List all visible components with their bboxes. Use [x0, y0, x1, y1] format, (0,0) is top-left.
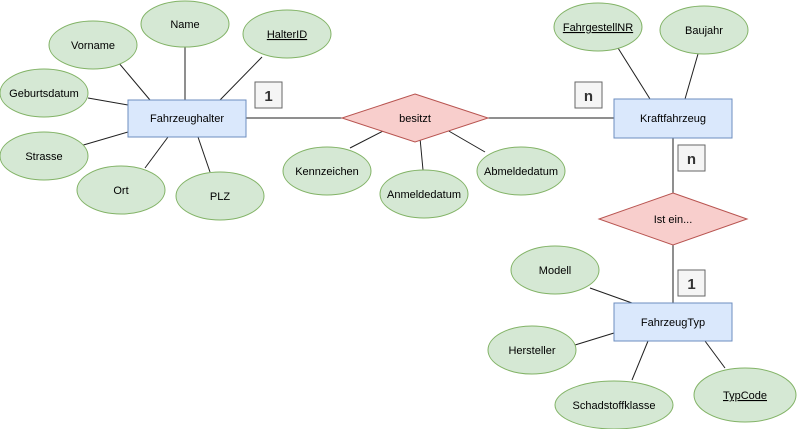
attribute-typcode[interactable]: TypCode — [693, 367, 797, 423]
entity-fahrzeughalter-label: Fahrzeughalter — [150, 113, 224, 125]
attribute-hersteller[interactable]: Hersteller — [487, 325, 577, 375]
attribute-schadstoffklasse-label: Schadstoffklasse — [573, 400, 656, 412]
entity-fahrzeughalter[interactable]: Fahrzeughalter — [127, 99, 247, 138]
attribute-strasse-label: Strasse — [25, 151, 62, 163]
entity-fahrzeugtyp[interactable]: FahrzeugTyp — [613, 302, 733, 342]
cardinality-kfz-besitzt: n — [574, 81, 603, 109]
attribute-geburtsdatum-label: Geburtsdatum — [9, 88, 79, 100]
attribute-name-label: Name — [170, 19, 199, 31]
edge-halter-plz — [197, 136, 211, 173]
edge-halter-geburtsdatum — [87, 97, 129, 106]
edge-typ-typcode — [704, 340, 726, 369]
attribute-abmeldedatum[interactable]: Abmeldedatum — [476, 146, 566, 196]
edge-besitzt-anmeldedatum — [419, 137, 424, 171]
attribute-kennzeichen[interactable]: Kennzeichen — [282, 146, 372, 196]
edge-besitzt-abmeldedatum — [446, 129, 486, 153]
edge-typ-hersteller — [574, 332, 615, 346]
attribute-plz-label: PLZ — [210, 191, 230, 203]
attribute-ort-label: Ort — [113, 185, 128, 197]
edge-kfz-baujahr — [684, 53, 699, 100]
entity-kraftfahrzeug[interactable]: Kraftfahrzeug — [613, 98, 733, 139]
attribute-schadstoffklasse[interactable]: Schadstoffklasse — [554, 380, 674, 429]
cardinality-halter-besitzt: 1 — [254, 81, 283, 109]
attribute-halterid-label: HalterID — [267, 29, 307, 41]
edge-halter-ort — [144, 136, 169, 169]
attribute-geburtsdatum[interactable]: Geburtsdatum — [0, 68, 89, 118]
cardinality-kfz-istein: n — [677, 144, 706, 172]
attribute-halterid[interactable]: HalterID — [242, 9, 332, 59]
relationship-ist-ein[interactable]: Ist ein... — [597, 192, 749, 246]
relationship-besitzt[interactable]: besitzt — [340, 93, 490, 143]
attribute-baujahr[interactable]: Baujahr — [659, 5, 749, 55]
attribute-vorname[interactable]: Vorname — [48, 20, 138, 70]
attribute-strasse[interactable]: Strasse — [0, 131, 89, 181]
attribute-baujahr-label: Baujahr — [685, 25, 723, 37]
cardinality-kfz-besitzt-label: n — [584, 88, 593, 105]
attribute-kennzeichen-label: Kennzeichen — [295, 166, 359, 178]
edge-halter-halterid — [219, 56, 263, 101]
attribute-fahrgestellnr[interactable]: FahrgestellNR — [553, 2, 643, 52]
edge-typ-modell — [589, 287, 633, 304]
attribute-hersteller-label: Hersteller — [508, 345, 555, 357]
attribute-anmeldedatum-label: Anmeldedatum — [387, 189, 461, 201]
edge-halter-strasse — [79, 131, 129, 147]
relationship-besitzt-label: besitzt — [399, 113, 431, 125]
edge-typ-schadstoffklasse — [631, 340, 649, 381]
attribute-plz[interactable]: PLZ — [175, 171, 265, 221]
cardinality-typ-istein-label: 1 — [687, 276, 695, 293]
attribute-fahrgestellnr-label: FahrgestellNR — [563, 22, 633, 34]
relationship-ist-ein-label: Ist ein... — [654, 214, 693, 226]
cardinality-typ-istein: 1 — [677, 269, 706, 297]
attribute-vorname-label: Vorname — [71, 40, 115, 52]
attribute-modell[interactable]: Modell — [510, 245, 600, 295]
attribute-modell-label: Modell — [539, 265, 571, 277]
cardinality-kfz-istein-label: n — [687, 151, 696, 168]
cardinality-halter-besitzt-label: 1 — [264, 88, 272, 105]
entity-fahrzeugtyp-label: FahrzeugTyp — [641, 317, 705, 329]
edge-kfz-fahrgestellnr — [617, 47, 651, 100]
attribute-ort[interactable]: Ort — [76, 165, 166, 215]
attribute-abmeldedatum-label: Abmeldedatum — [484, 166, 558, 178]
edge-besitzt-kennzeichen — [349, 129, 386, 149]
attribute-anmeldedatum[interactable]: Anmeldedatum — [379, 169, 469, 219]
attribute-name[interactable]: Name — [140, 0, 230, 48]
edges — [79, 46, 726, 381]
edge-halter-vorname — [117, 61, 151, 101]
attribute-typcode-label: TypCode — [723, 390, 767, 402]
entity-kraftfahrzeug-label: Kraftfahrzeug — [640, 113, 706, 125]
